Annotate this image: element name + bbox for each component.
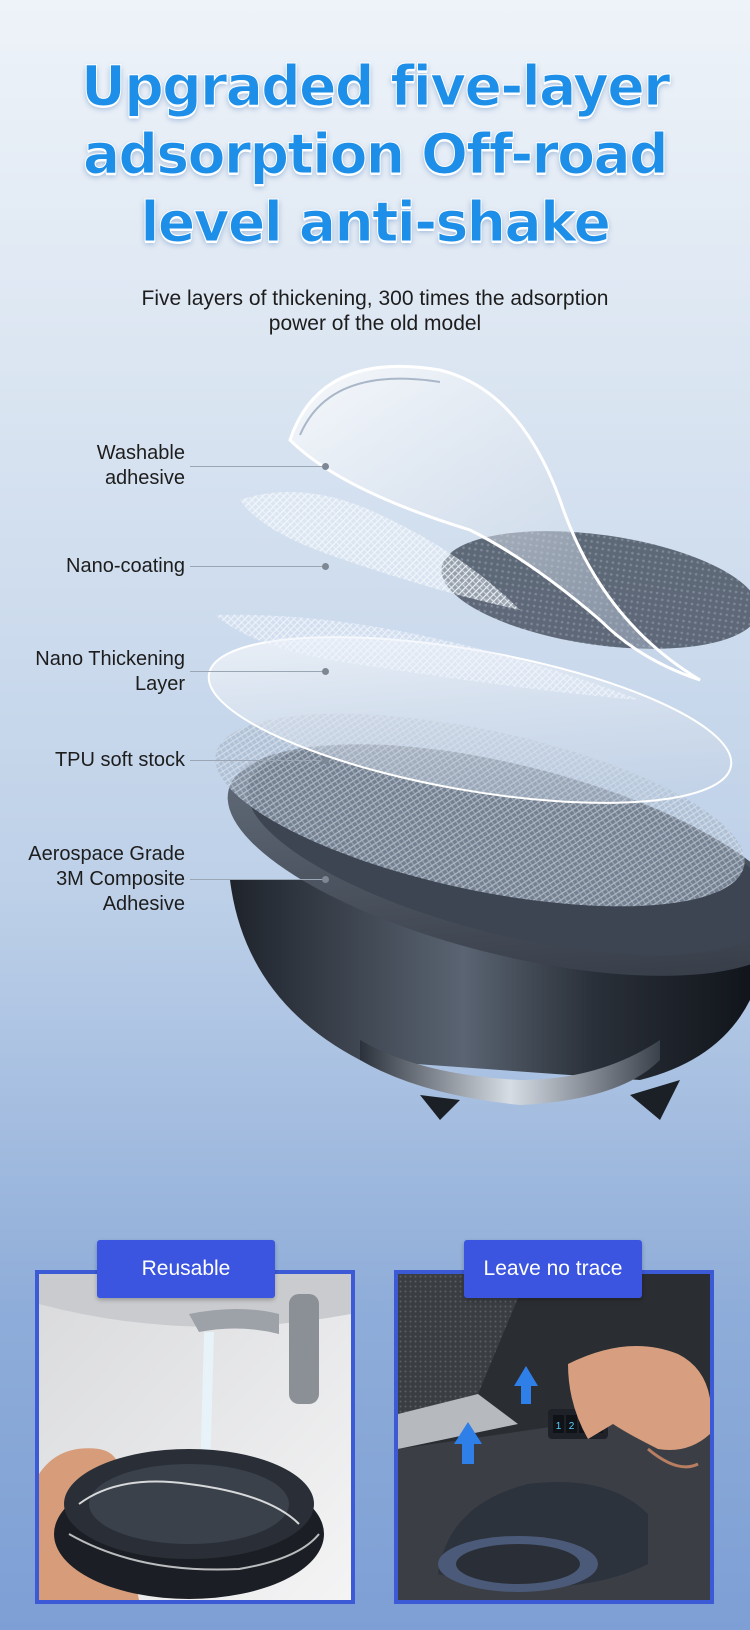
suction-mount-exploded-illustration: [207, 364, 750, 1120]
leader-line: [190, 760, 325, 761]
subtitle-line-2: power of the old model: [268, 312, 482, 335]
up-arrow-icon: [514, 1366, 538, 1404]
leave-no-trace-card: 1 2 3 4: [394, 1270, 714, 1604]
leader-line: [190, 566, 325, 567]
headline-line-3: level anti-shake: [140, 190, 611, 255]
dial-digit: 1: [556, 1421, 562, 1432]
washing-mount-illustration: [39, 1274, 351, 1600]
leave-no-trace-badge: Leave no trace: [464, 1240, 642, 1298]
leader-dot: [322, 563, 329, 570]
leader-line: [190, 671, 325, 672]
dial-digit: 2: [569, 1421, 575, 1432]
leader-dot: [322, 757, 329, 764]
leader-dot: [322, 876, 329, 883]
reusable-card: [35, 1270, 355, 1604]
leader-line: [190, 879, 325, 880]
up-arrow-icon: [454, 1422, 482, 1464]
subtitle: Five layers of thickening, 300 times the…: [0, 286, 750, 336]
layer-label-nano-thickening: Nano Thickening Layer: [35, 648, 185, 695]
layer-label-nano-coating: Nano-coating: [66, 555, 185, 577]
headline: Upgraded five-layer adsorption Off-road …: [0, 52, 750, 256]
leader-dot: [322, 463, 329, 470]
layer-label-3m-composite-adhesive: Aerospace Grade 3M Composite Adhesive: [28, 843, 185, 915]
layer-label-tpu-soft-stock: TPU soft stock: [54, 749, 185, 771]
headline-line-2: adsorption Off-road: [82, 122, 669, 187]
reusable-badge: Reusable: [97, 1240, 275, 1298]
leader-dot: [322, 668, 329, 675]
headline-line-1: Upgraded five-layer: [81, 54, 671, 119]
subtitle-line-1: Five layers of thickening, 300 times the…: [141, 287, 609, 310]
layer-label-washable-adhesive: Washable adhesive: [96, 442, 185, 489]
leader-line: [190, 466, 325, 467]
peeling-mount-illustration: 1 2 3 4: [398, 1274, 710, 1600]
